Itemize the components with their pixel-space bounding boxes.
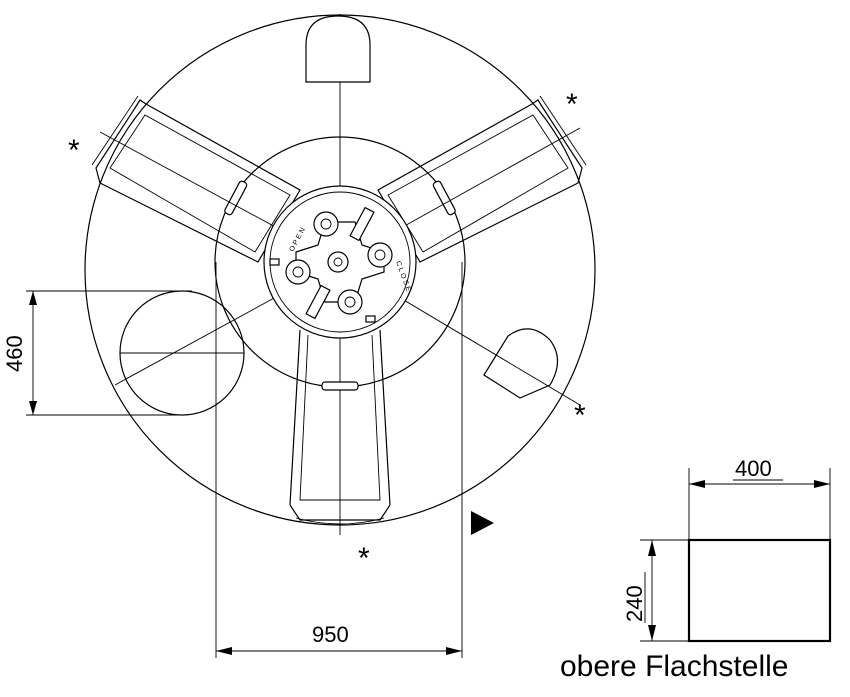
dimension-400-label: 400 <box>735 456 772 481</box>
marker-top-right: * <box>566 88 578 121</box>
right-handle-recess <box>483 328 559 399</box>
flat-spot-caption: obere Flachstelle <box>560 650 789 683</box>
right-arm-clip <box>432 180 456 216</box>
direction-arrow-icon <box>471 511 494 535</box>
marker-top-left: * <box>68 134 80 167</box>
dimension-400 <box>688 468 831 540</box>
marker-right: * <box>574 399 586 432</box>
dimension-240 <box>640 539 689 642</box>
bottom-arm-rib <box>289 329 391 525</box>
left-arm-rib <box>91 95 301 263</box>
dimension-950-label: 950 <box>312 622 349 647</box>
dimension-460 <box>26 290 192 416</box>
dimension-950 <box>215 262 463 658</box>
left-arm-clip <box>224 180 248 216</box>
dimension-460-label: 460 <box>2 335 27 372</box>
right-arm-rib <box>377 95 587 263</box>
flat-spot-rectangle <box>687 538 832 643</box>
dimension-240-label: 240 <box>622 585 647 622</box>
top-handle-recess <box>305 15 371 83</box>
central-lid <box>263 185 417 339</box>
marker-bottom: * <box>358 542 370 575</box>
